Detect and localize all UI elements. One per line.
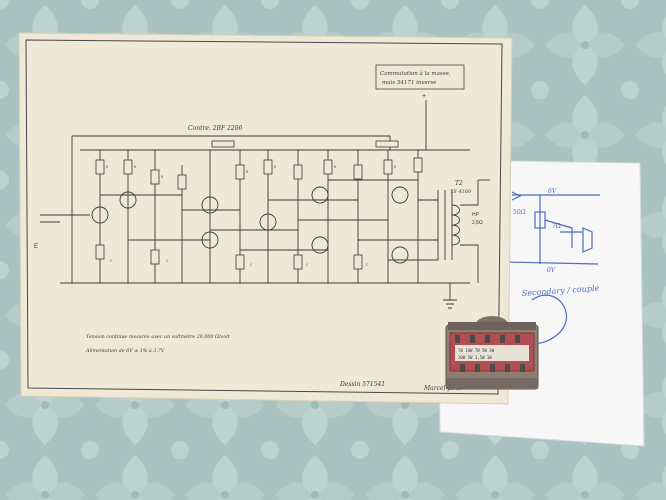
- svg-text:R: R: [394, 165, 397, 169]
- svg-text:C: C: [366, 263, 368, 267]
- commutation-note-box: [375, 64, 465, 90]
- schematic-sheet: Commutation à la masse, mais 54171 inver…: [18, 32, 513, 405]
- svg-text:C: C: [166, 259, 168, 263]
- note-left-value: 50Ω: [513, 209, 526, 216]
- transformer-label-row1: 70 10W 7W 5W 3W: [458, 348, 495, 353]
- speaker-label: HP: [472, 212, 480, 218]
- svg-text:C: C: [110, 259, 112, 263]
- component-labels: R R R R R R R C C C C C: [106, 165, 397, 267]
- output-transformer-part: TS 4160: [450, 189, 472, 195]
- output-transformer-photo: 70 10W 7W 5W 3W 20W 5W 3,5W 1W: [445, 316, 539, 390]
- svg-text:R: R: [134, 165, 137, 169]
- note-sketch: [496, 191, 600, 345]
- input-label: E: [34, 244, 38, 250]
- supply-label: +: [422, 93, 426, 100]
- svg-text:R: R: [274, 165, 277, 169]
- schematic-secondary-signature: Marcel pirot: [423, 385, 463, 392]
- transistor-symbols: [91, 186, 409, 264]
- note-voltage-top: 6V: [548, 188, 557, 195]
- output-transformer-label: T2: [455, 180, 463, 187]
- commutation-note-line2: mais 54171 inverse: [382, 80, 437, 86]
- note-right-value: 7Ω: [552, 223, 561, 230]
- feedback-label: Contre. 2BF 2206: [188, 125, 242, 132]
- schematic-signature: Dessin 571541: [339, 381, 385, 388]
- component-symbols: [95, 140, 423, 270]
- commutation-note-line1: Commutation à la masse,: [380, 70, 451, 77]
- schematic-note-line1: Tension continue mesurée avec un voltmèt…: [86, 333, 230, 340]
- svg-text:R: R: [334, 165, 337, 169]
- svg-text:R: R: [106, 165, 109, 169]
- schematic-note-line2: Alimentation de 6V ± 1% à 3,7V: [85, 347, 165, 354]
- svg-text:C: C: [306, 263, 308, 267]
- svg-text:C: C: [250, 263, 252, 267]
- svg-text:R: R: [161, 175, 164, 179]
- svg-text:R: R: [246, 170, 249, 174]
- note-voltage-bottom: 0V: [547, 267, 556, 274]
- speaker-impedance: 2,5Ω: [472, 220, 483, 226]
- transformer-label-row2: 20W 5W 3,5W 1W: [458, 355, 492, 360]
